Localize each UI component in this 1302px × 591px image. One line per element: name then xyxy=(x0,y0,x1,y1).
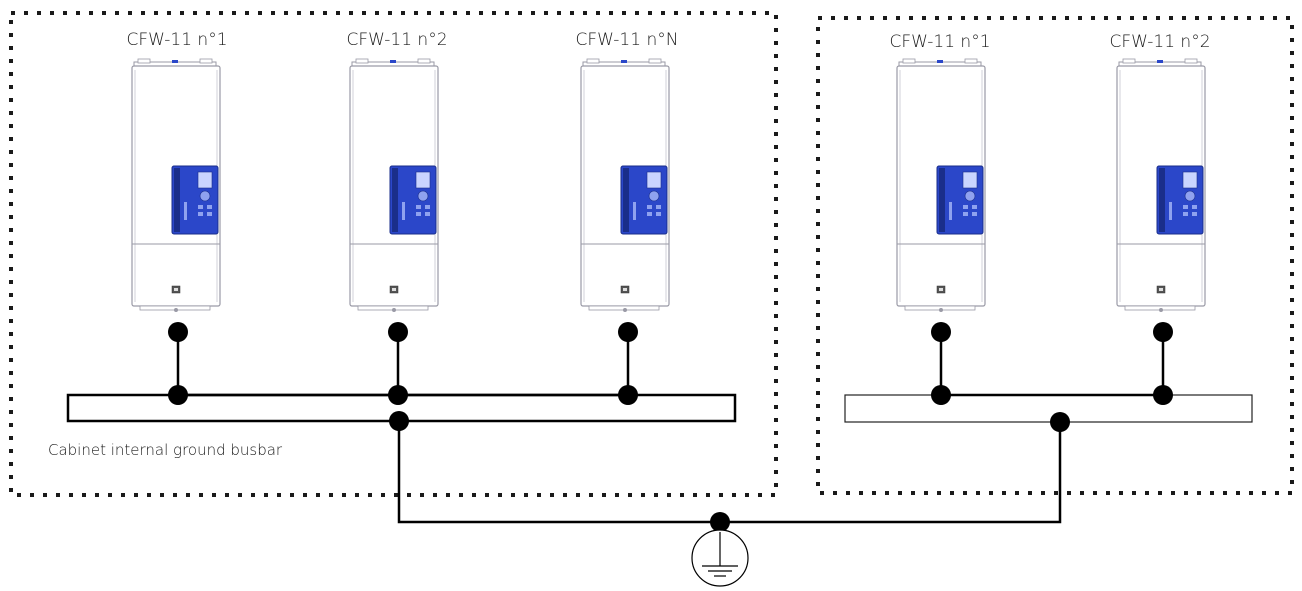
cabinet-1-drive-1 xyxy=(131,58,221,313)
cabinet-1-drive-n xyxy=(580,58,670,313)
cabinet-2-ground-busbar xyxy=(844,394,1253,423)
cabinet-1-drive-1-label: CFW-11 n°1 xyxy=(126,30,227,50)
cabinet-1-drive-2 xyxy=(349,58,439,313)
cabinet-2-frame xyxy=(816,16,1294,495)
cabinet-1-frame xyxy=(9,11,778,497)
cabinet-1-drive-n-label: CFW-11 n°N xyxy=(576,30,679,50)
main-ground-conductor xyxy=(389,411,1070,540)
cabinet-1-drive-n-ground-wire xyxy=(618,322,638,405)
cabinet-2-drive-1-ground-wire xyxy=(931,322,951,405)
cabinet-2-drive-1 xyxy=(896,58,986,313)
cabinet-1-busbar-label: Cabinet internal ground busbar xyxy=(48,441,283,459)
cabinet-1-drive-2-label: CFW-11 n°2 xyxy=(346,30,447,50)
cabinet-2-drive-2-ground-wire xyxy=(1153,322,1173,405)
cabinet-2-drive-2-label: CFW-11 n°2 xyxy=(1109,32,1210,52)
cabinet-2-drive-1-label: CFW-11 n°1 xyxy=(889,32,990,52)
protective-earth-ground-icon xyxy=(691,529,749,587)
cabinet-2-drive-2 xyxy=(1116,58,1206,313)
cabinet-1-drive-1-ground-wire xyxy=(168,322,188,405)
cabinet-1-drive-2-ground-wire xyxy=(388,322,408,405)
